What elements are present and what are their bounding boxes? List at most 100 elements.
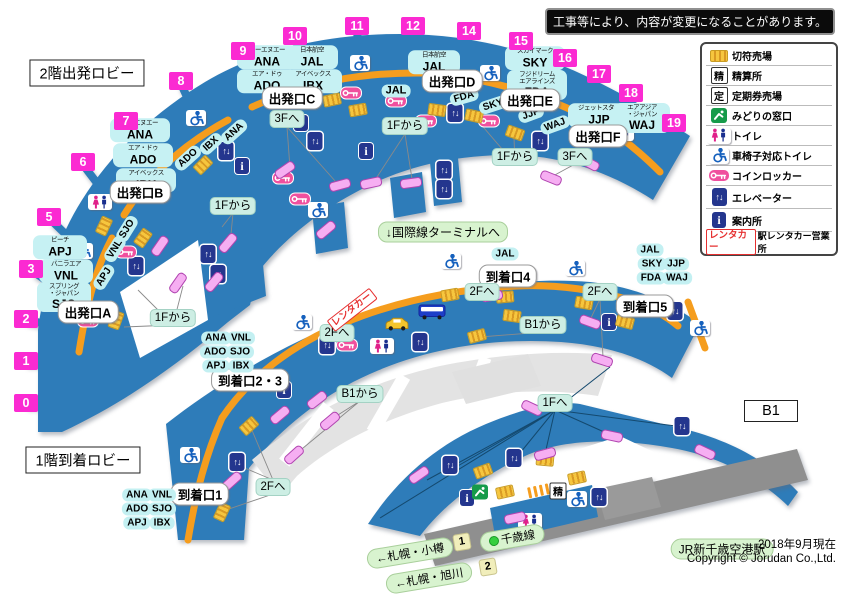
- dir-to-2f: 2Fへ: [255, 478, 291, 496]
- gate-number: 14: [457, 22, 481, 40]
- legend-row: みどりの窓口: [706, 106, 832, 126]
- coin-locker-icon: [709, 170, 729, 181]
- gate-arr-1: 到着口1: [170, 482, 230, 506]
- wheelchair-toilet-icon: [565, 260, 585, 276]
- gate-dep-b: 出発口B: [109, 180, 171, 204]
- wheelchair-toilet-icon: [292, 314, 312, 330]
- gate-number: 19: [662, 114, 686, 132]
- fare-adjustment-icon: 精: [710, 67, 728, 84]
- dir-to-2f: 2Fへ: [464, 283, 500, 301]
- arr-code-ibx: IBX: [228, 359, 254, 373]
- arr-code-sjo: SJO: [147, 502, 177, 516]
- coin-locker-icon: [386, 95, 406, 107]
- info-icon: i: [712, 212, 726, 228]
- legend: 切符売場 精 精算所 定 定期券売場 みどりの窓口 トイレ 車椅子対応トイレ コ…: [700, 42, 838, 256]
- legend-row: 切符売場: [706, 46, 832, 66]
- arr-code-apj: APJ: [202, 359, 230, 373]
- elevator-icon: ↑↓: [506, 449, 522, 467]
- info-icon: i: [460, 490, 474, 506]
- intl-terminal-link: ↓国際線ターミナルへ: [377, 221, 509, 243]
- arr-code-sjo: SJO: [225, 345, 255, 359]
- arr-code-ana: ANA: [122, 488, 152, 502]
- platform-number-2: 2: [478, 557, 498, 577]
- elevator-icon: ↑↓: [436, 180, 452, 198]
- wheelchair-toilet-icon: [567, 491, 587, 507]
- elevator-icon: ↑↓: [218, 142, 234, 160]
- midori-window-icon: [472, 484, 488, 500]
- arr-code-sky: SKY: [637, 257, 667, 271]
- legend-row: 定 定期券売場: [706, 86, 832, 106]
- floor-code-jal: JAL: [381, 84, 411, 98]
- arr-code-apj: APJ: [123, 516, 151, 530]
- dir-from-b1: B1から: [519, 316, 567, 334]
- legend-row: トイレ: [706, 126, 832, 146]
- legend-row: コインロッカー: [706, 166, 832, 186]
- gate-number: 6: [71, 153, 95, 171]
- elevator-icon: ↑↓: [200, 245, 216, 263]
- construction-notice: 工事等により、内容が変更になることがあります。: [545, 8, 835, 35]
- elevator-icon: ↑↓: [442, 456, 458, 474]
- dir-from-1f: 1Fから: [381, 117, 429, 135]
- dir-from-1f: 1Fから: [149, 309, 197, 327]
- dir-to-3f: 3Fへ: [557, 148, 593, 166]
- arr-code-jal: JAL: [636, 243, 664, 257]
- elevator-icon: ↑↓: [711, 188, 727, 206]
- floor1-title: 1階到着ロビー: [25, 446, 141, 474]
- gate-number: 18: [619, 84, 643, 102]
- gate-number: 5: [37, 208, 61, 226]
- info-icon: i: [602, 314, 616, 330]
- gate-number: 11: [345, 17, 369, 35]
- wheelchair-toilet-icon: [186, 110, 206, 126]
- gate-arr-5: 到着口5: [615, 294, 675, 318]
- coin-locker-icon: [116, 246, 136, 258]
- gate-dep-c: 出発口C: [261, 86, 323, 110]
- gate-arr-23: 到着口2・3: [211, 368, 289, 392]
- arr-code-ado: ADO: [199, 345, 231, 359]
- arr-code-ana: ANA: [201, 331, 231, 345]
- gate-number: 9: [231, 42, 255, 60]
- dir-to-3f: 3Fへ: [269, 110, 305, 128]
- dir-to-1f: 1Fへ: [537, 394, 573, 412]
- platform-number-1: 1: [452, 532, 472, 552]
- elevator-icon: ↑↓: [532, 132, 548, 150]
- wheelchair-toilet-icon: [308, 202, 328, 218]
- arr-code-vnl: VNL: [227, 331, 255, 345]
- ticket-office-icon: [710, 49, 728, 62]
- fare-adjustment-icon: 精: [549, 482, 567, 500]
- arr-code-fda: FDA: [636, 271, 666, 285]
- copyright: Copyright © Jorudan Co.,Ltd.: [686, 553, 836, 565]
- map-date: 2018年9月現在: [758, 539, 836, 551]
- gate-dep-f: 出発口F: [568, 124, 628, 148]
- gate-number: 3: [19, 260, 43, 278]
- elevator-icon: ↑↓: [591, 488, 607, 506]
- gate-dep-d: 出発口D: [421, 69, 483, 93]
- toilet-icon: [707, 127, 731, 144]
- wheelchair-toilet-icon: [180, 447, 200, 463]
- gate-dep-a: 出発口A: [57, 300, 119, 324]
- legend-row: i 案内所: [706, 209, 832, 232]
- legend-row: 車椅子対応トイレ: [706, 146, 832, 166]
- gate-number: 12: [401, 17, 425, 35]
- bus-stop-icon: [418, 304, 446, 320]
- line-color-dot: [488, 535, 500, 547]
- midori-window-icon: [711, 108, 727, 123]
- coin-locker-icon: [479, 115, 499, 127]
- floor2-title: 2階出発ロビー: [29, 59, 145, 87]
- b1-title: B1: [744, 400, 798, 422]
- toilet-icon: [370, 338, 394, 354]
- gate-arr-4: 到着口4: [478, 264, 538, 288]
- arr-code-jjp: JJP: [663, 257, 689, 271]
- dir-from-1f: 1Fから: [491, 148, 539, 166]
- coin-locker-icon: [341, 87, 361, 99]
- gate-number: 0: [14, 394, 38, 412]
- legend-row: ↑↓ エレベーター: [706, 186, 832, 209]
- coin-locker-icon: [337, 339, 357, 351]
- elevator-icon: ↑↓: [229, 453, 245, 471]
- elevator-icon: ↑↓: [128, 257, 144, 275]
- arr-code-jal: JAL: [491, 247, 519, 261]
